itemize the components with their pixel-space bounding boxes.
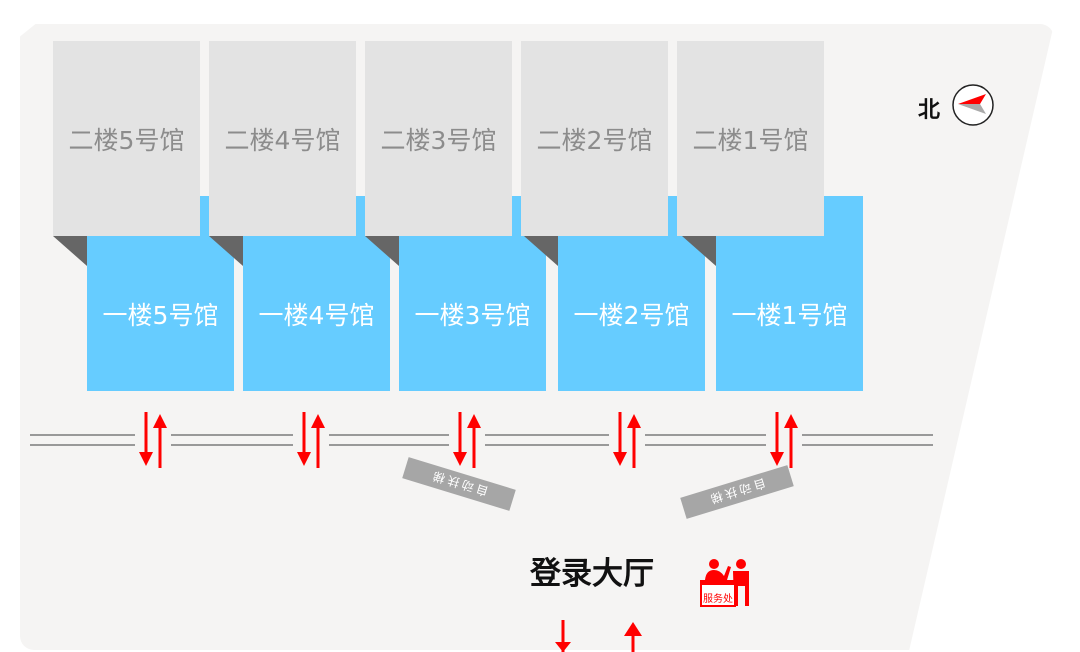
hall-2f-1: 二楼1号馆 bbox=[677, 41, 824, 236]
corridor-line bbox=[171, 434, 293, 436]
hall-2f-2: 二楼2号馆 bbox=[521, 41, 668, 236]
service-desk-icon: 服务处 bbox=[700, 556, 756, 608]
service-desk-label: 服务处 bbox=[703, 594, 733, 605]
stairs-arrows-icon bbox=[453, 410, 481, 474]
down-arrow-icon bbox=[555, 620, 571, 652]
corridor-line bbox=[329, 444, 449, 446]
corridor-line bbox=[485, 444, 609, 446]
stairs-arrows-icon bbox=[613, 410, 641, 474]
corridor-line bbox=[802, 444, 933, 446]
fold-shadow bbox=[524, 236, 558, 266]
fold-shadow bbox=[365, 236, 399, 266]
stairs-arrows-icon bbox=[770, 410, 798, 474]
north-label: 北 bbox=[918, 98, 941, 123]
corridor-line bbox=[30, 434, 135, 436]
hall-2f-4: 二楼4号馆 bbox=[209, 41, 356, 236]
up-arrow-icon bbox=[624, 622, 642, 652]
hall-2f-5: 二楼5号馆 bbox=[53, 41, 200, 236]
compass-icon bbox=[950, 82, 996, 132]
stairs-arrows-icon bbox=[139, 410, 167, 474]
fold-shadow bbox=[209, 236, 243, 266]
fold-shadow bbox=[682, 236, 716, 266]
corridor-line bbox=[329, 434, 449, 436]
corridor-line bbox=[30, 444, 135, 446]
corridor-line bbox=[171, 444, 293, 446]
corridor-line bbox=[645, 434, 766, 436]
fold-shadow bbox=[53, 236, 87, 266]
corridor-line bbox=[485, 434, 609, 436]
registration-hall-label: 登录大厅 bbox=[530, 556, 654, 592]
corridor-line bbox=[645, 444, 766, 446]
stairs-arrows-icon bbox=[297, 410, 325, 474]
hall-2f-3: 二楼3号馆 bbox=[365, 41, 512, 236]
corridor-line bbox=[802, 434, 933, 436]
